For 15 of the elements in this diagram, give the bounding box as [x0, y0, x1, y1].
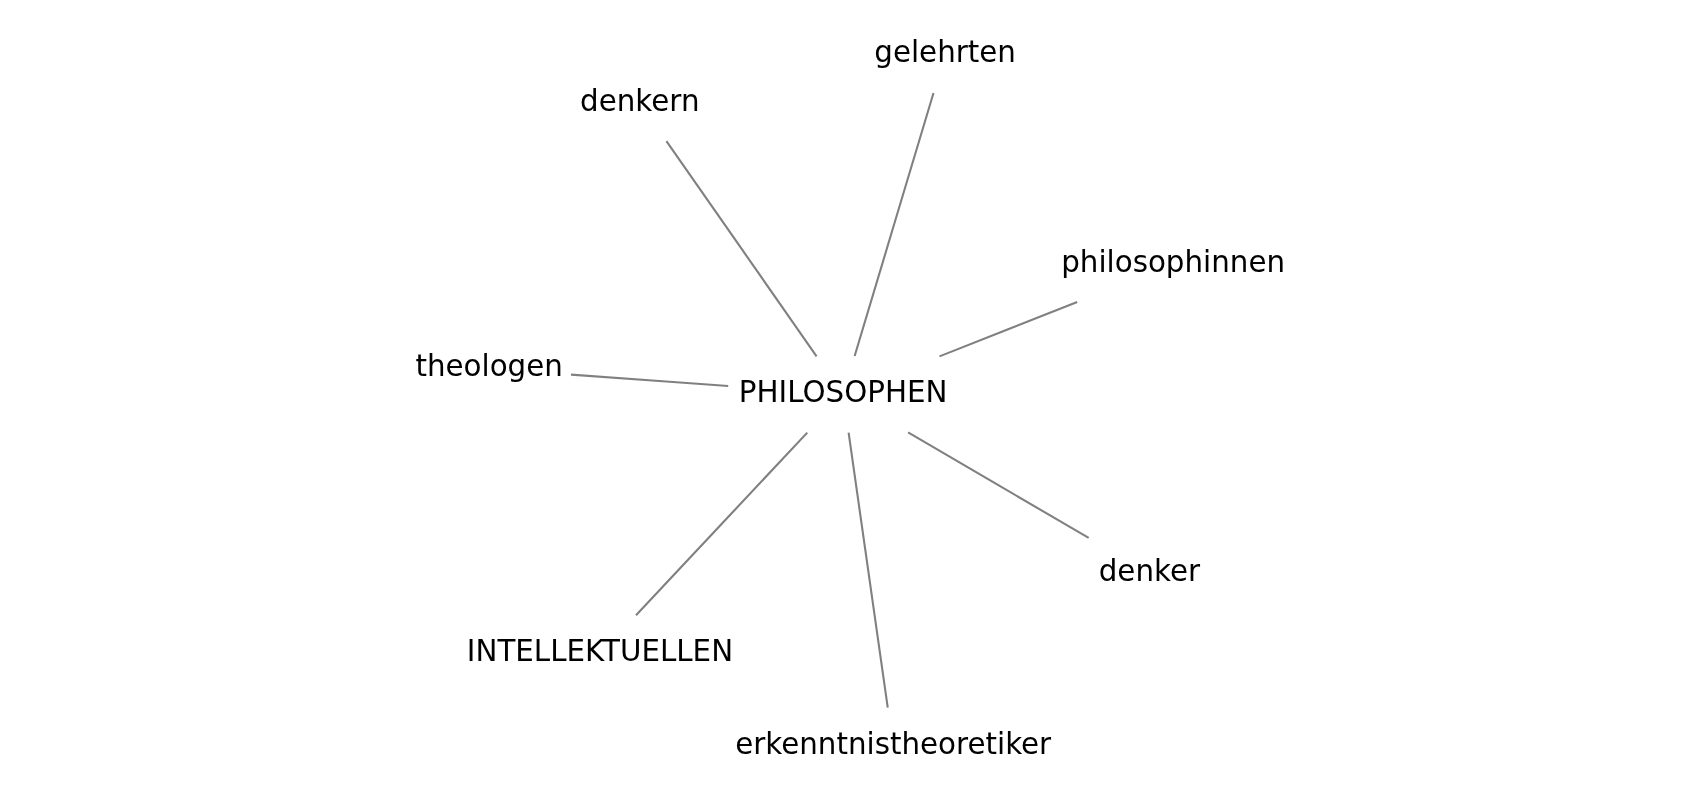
connector: [938, 301, 1078, 358]
connector: [853, 92, 934, 357]
connector: [907, 431, 1089, 539]
node-text: denkern: [579, 83, 699, 118]
connector: [847, 432, 889, 708]
node-text: gelehrten: [873, 34, 1016, 69]
node-text: philosophinnen: [1060, 244, 1285, 279]
node-text: theologen: [414, 349, 563, 384]
node-text: denker: [1098, 554, 1200, 589]
node-text: INTELLEKTUELLEN: [466, 634, 733, 669]
node-text: erkenntnistheoretiker: [734, 726, 1051, 761]
node-text: PHILOSOPHEN: [738, 375, 948, 410]
connector: [665, 140, 817, 357]
connector: [570, 373, 728, 388]
connector: [634, 431, 808, 616]
